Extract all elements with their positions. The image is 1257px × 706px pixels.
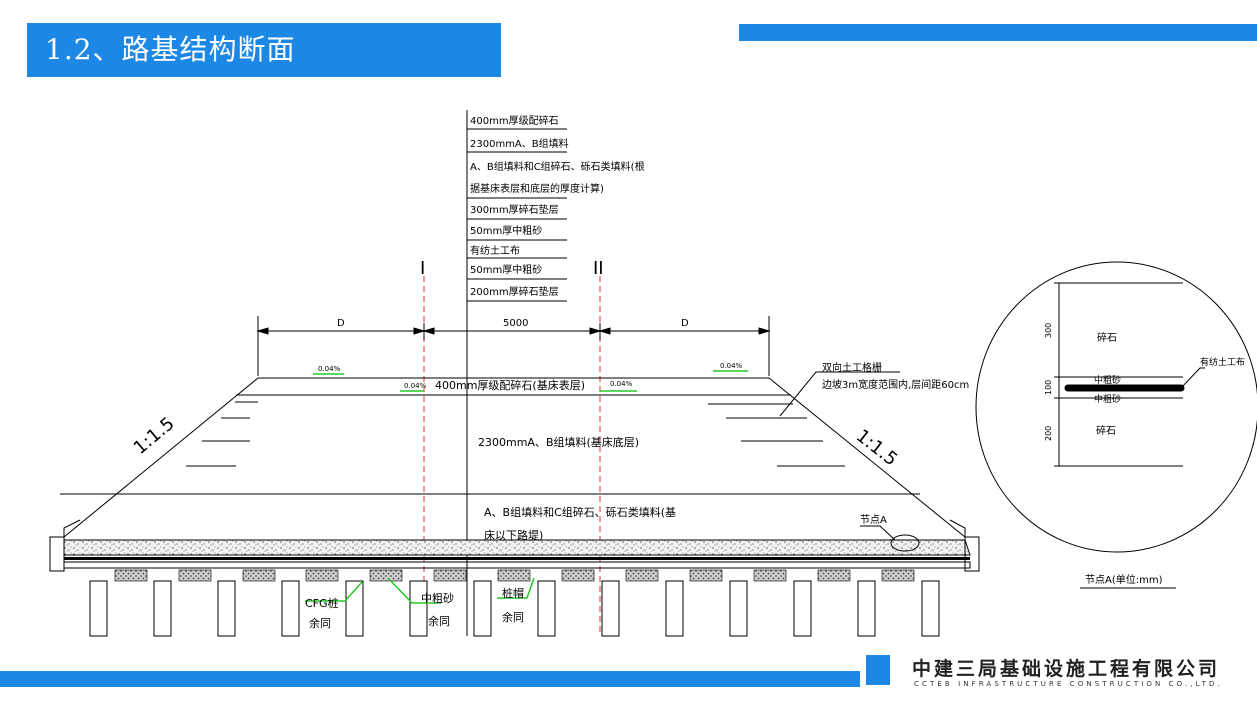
detail-a: 300 100 200 碎石 中粗砂 中粗砂 碎石 有纺土工布 节点A(单位:m…: [975, 261, 1257, 589]
embankment-outline: [60, 377, 966, 538]
legend-layer-3-cont: 据基床表层和底层的厚度计算): [470, 182, 604, 195]
dimension-line: [256, 316, 771, 376]
detail-bottom-layer: 碎石: [1096, 424, 1116, 437]
section-mark-right: II: [593, 258, 604, 279]
legend-layer-6: 有纺土工布: [470, 244, 520, 257]
svg-text:200: 200: [1044, 426, 1053, 441]
svg-text:双向土工格栅: 双向土工格栅: [822, 361, 882, 374]
gradient-label-3: 0.04%: [610, 380, 633, 388]
company-logo-icon: [866, 655, 890, 685]
callout-pile-cap-note: 余同: [502, 610, 524, 624]
layer-label-below-1: A、B组填料和C组碎石、砾石类填料(基: [484, 505, 676, 519]
callout-cfg: CFG桩: [305, 596, 339, 610]
gradient-label-2: 0.04%: [404, 382, 427, 390]
callout-cfg-note: 余同: [309, 616, 331, 630]
legend-layer-2: 2300mmA、B组填料: [470, 137, 569, 150]
section-mark-left: I: [420, 258, 425, 279]
gradient-underlines: [313, 370, 748, 392]
detail-caption: 节点A(单位:mm): [1085, 573, 1163, 586]
pile-caps: [114, 569, 915, 582]
company-name-cn: 中建三局基础设施工程有限公司: [912, 658, 1221, 680]
gradient-label-4: 0.04%: [720, 362, 743, 370]
detail-geotextile: 有纺土工布: [1200, 356, 1245, 368]
top-right-accent-bar: [739, 24, 1257, 41]
callout-sand: 中粗砂: [421, 592, 454, 605]
detail-sand-upper: 中粗砂: [1094, 374, 1121, 386]
svg-text:300: 300: [1044, 323, 1053, 338]
slope-label-left: 1:1.5: [130, 413, 179, 459]
legend-layer-8: 200mm厚碎石垫层: [470, 285, 559, 298]
dimension-left: D: [337, 318, 345, 329]
callout-pile-cap: 桩帽: [502, 586, 524, 600]
legend-layer-1: 400mm厚级配碎石: [470, 114, 559, 127]
svg-text:节点A: 节点A: [860, 514, 887, 526]
page-title: 1.2、路基结构断面: [45, 33, 296, 66]
legend-layer-5: 50mm厚中粗砂: [470, 224, 542, 237]
svg-text:边坡3m宽度范围内,层间距60cm: 边坡3m宽度范围内,层间距60cm: [822, 378, 969, 391]
cfg-piles: [89, 580, 940, 637]
gradient-label-1: 0.04%: [318, 365, 341, 373]
section-lines: [423, 276, 601, 636]
company-name-en: CCTEB INFRASTRUCTURE CONSTRUCTION CO.,LT…: [914, 680, 1223, 688]
slope-label-right: 1:1.5: [852, 425, 901, 470]
layer-legend: 400mm厚级配碎石 2300mmA、B组填料 A、B组填料和C组碎石、砾石类填…: [466, 110, 645, 302]
legend-layer-7: 50mm厚中粗砂: [470, 263, 542, 276]
title-bar: 1.2、路基结构断面: [27, 23, 501, 77]
gravel-cushion: [49, 519, 980, 572]
legend-layer-4: 300mm厚碎石垫层: [470, 203, 559, 216]
detail-sand-lower: 中粗砂: [1094, 393, 1121, 405]
legend-layer-3: A、B组填料和C组碎石、砾石类填料(根: [470, 160, 645, 173]
layer-label-surface: 400mm厚级配碎石(基床表层): [435, 378, 585, 392]
geogrid-callout: 双向土工格栅 边坡3m宽度范围内,层间距60cm: [779, 361, 969, 417]
bottom-callouts: CFG桩 余同 中粗砂 余同 桩帽 余同: [305, 577, 535, 630]
dimension-right: D: [681, 318, 689, 329]
node-a-callout: 节点A: [860, 514, 920, 552]
layer-label-below-2: 床以下路堤): [484, 528, 543, 542]
callout-sand-note: 余同: [428, 614, 450, 628]
bottom-accent-bar: [0, 671, 860, 687]
layer-label-bottom: 2300mmA、B组填料(基床底层): [478, 435, 639, 449]
svg-text:100: 100: [1044, 380, 1053, 395]
dimension-middle: 5000: [503, 318, 528, 329]
detail-top-layer: 碎石: [1097, 331, 1117, 344]
